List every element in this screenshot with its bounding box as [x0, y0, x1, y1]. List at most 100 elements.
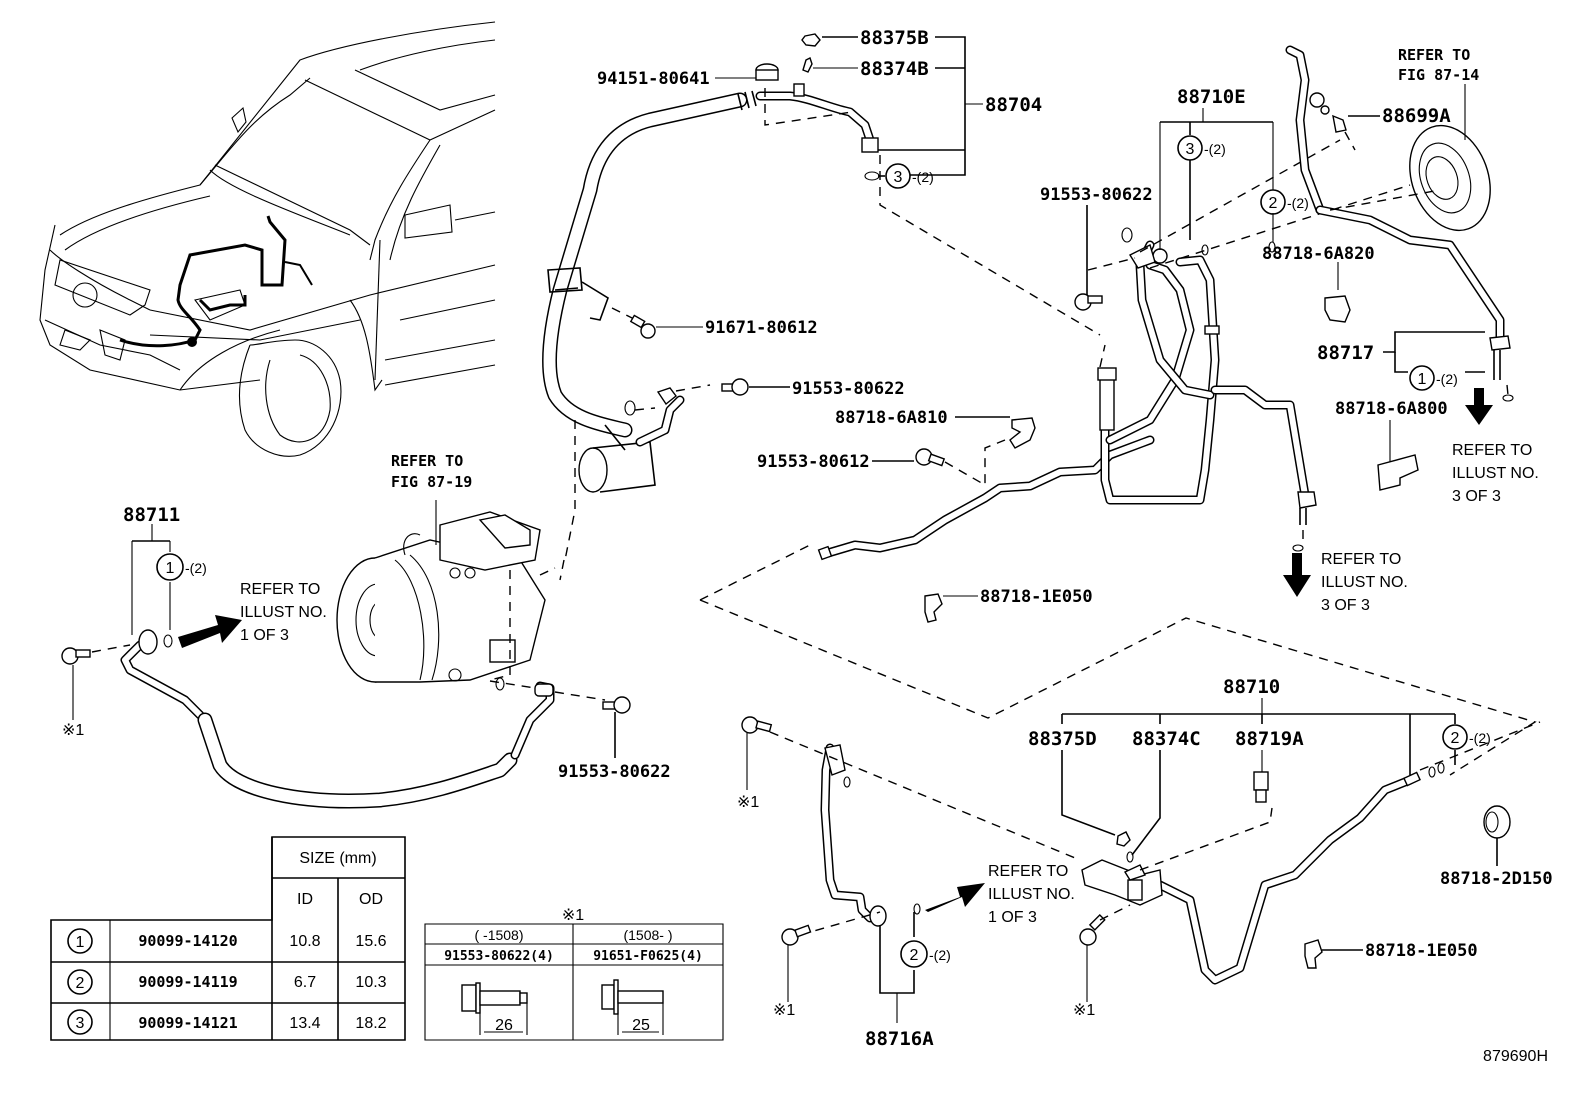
label-91553-80612[interactable]: 91553-80612 — [757, 452, 870, 472]
mark-x1: ※1 — [737, 794, 759, 811]
refer-line: REFER TO — [1398, 46, 1470, 64]
label-88718-1E050-bottom[interactable]: 88718-1E050 — [1365, 941, 1478, 961]
figure-id: 879690H — [1483, 1048, 1548, 1065]
label-88710[interactable]: 88710 — [1223, 676, 1280, 698]
bolt-range: (1508- ) — [623, 927, 672, 943]
suction-hose-88704 — [542, 83, 1101, 581]
refer-line: REFER TO — [391, 452, 463, 470]
label-91553-80622-mid[interactable]: 91553-80622 — [792, 379, 905, 399]
row-key: 3 — [76, 1015, 85, 1032]
label-88718-2D150[interactable]: 88718-2D150 — [1440, 869, 1553, 889]
bolt-91671-80612-icon — [629, 314, 656, 339]
oring-number: 2 — [910, 947, 919, 964]
refer-line: 3 OF 3 — [1452, 488, 1501, 505]
label-91671-80612[interactable]: 91671-80612 — [705, 318, 818, 338]
refer-illust-1-of-3-b[interactable]: REFER TO ILLUST NO. 1 OF 3 — [988, 863, 1075, 926]
leader-compressor — [539, 567, 556, 576]
refer-line: FIG 87-14 — [1398, 66, 1479, 84]
bolt-x1-b-icon — [781, 924, 812, 946]
clamp-88718-1E050-bottom-icon — [1304, 939, 1323, 969]
refer-fig-87-14[interactable]: REFER TO FIG 87-14 — [1398, 46, 1479, 84]
part-94151-80641-icon — [755, 63, 779, 81]
clip-88375D-icon — [1116, 831, 1131, 847]
part-labels[interactable]: 88375B 88374B 88704 94151-80641 88710E 8… — [62, 27, 1553, 1050]
arrow-down-icon — [1283, 553, 1311, 597]
oring-callout-88710: 2 -(2) — [1442, 724, 1491, 750]
clamp-88718-6A800-icon — [1377, 454, 1419, 491]
label-88374B[interactable]: 88374B — [860, 58, 929, 80]
row-part-no: 90099-14119 — [138, 973, 237, 991]
refer-line: REFER TO — [1321, 551, 1401, 568]
row-key: 1 — [76, 934, 85, 951]
refer-line: 1 OF 3 — [240, 627, 289, 644]
row-od: 18.2 — [355, 1015, 386, 1032]
oring-number: 2 — [1451, 730, 1460, 747]
label-88375D[interactable]: 88375D — [1028, 728, 1097, 750]
mark-x1: ※1 — [1073, 1002, 1095, 1019]
row-part-no: 90099-14120 — [138, 932, 237, 950]
refer-fig-87-19[interactable]: REFER TO FIG 87-19 — [391, 452, 472, 491]
oring-qty: -(2) — [912, 169, 934, 185]
oring-callout-88711: 1 -(2) — [156, 553, 207, 581]
oring-callout-88717: 1 -(2) — [1409, 365, 1458, 391]
clamp-88718-2D150-icon — [1483, 805, 1511, 839]
label-88718-1E050-mid[interactable]: 88718-1E050 — [980, 587, 1093, 607]
label-88704[interactable]: 88704 — [985, 94, 1042, 116]
mark-x1: ※1 — [62, 722, 84, 739]
bolt-part-no: 91553-80622(4) — [444, 949, 554, 964]
refer-line: REFER TO — [1452, 442, 1532, 459]
row-id: 10.8 — [289, 933, 320, 950]
tube-88716A — [769, 731, 1081, 936]
refer-illust-3-of-3-a[interactable]: REFER TO ILLUST NO. 3 OF 3 — [1452, 442, 1539, 505]
label-88718-6A820[interactable]: 88718-6A820 — [1262, 244, 1375, 264]
table-row: 1 90099-14120 10.8 15.6 — [67, 928, 387, 954]
discharge-hose-88711 — [120, 629, 606, 809]
row-key: 2 — [76, 975, 85, 992]
label-94151-80641[interactable]: 94151-80641 — [597, 69, 710, 89]
bolt-length: 26 — [495, 1017, 513, 1034]
label-88716A[interactable]: 88716A — [865, 1028, 934, 1050]
compressor-icon — [336, 511, 546, 683]
oring-number: 2 — [1269, 195, 1278, 212]
bolt-91553-80622-drawing-icon: 26 — [461, 982, 528, 1035]
oring-icon — [1268, 241, 1276, 253]
label-88718-6A810[interactable]: 88718-6A810 — [835, 408, 948, 428]
oring-number: 1 — [1418, 371, 1427, 388]
oring-qty: -(2) — [1436, 371, 1458, 387]
label-88699A[interactable]: 88699A — [1382, 105, 1451, 127]
bolt-x1-left-icon — [61, 644, 131, 665]
oring-qty: -(2) — [1287, 195, 1309, 211]
label-88719A[interactable]: 88719A — [1235, 728, 1304, 750]
bolt-table: ※1 ( -1508) (1508- ) 91553-80622(4) 9165… — [424, 907, 724, 1041]
table-header-id: ID — [297, 891, 313, 908]
label-88711[interactable]: 88711 — [123, 504, 180, 526]
label-88710E[interactable]: 88710E — [1177, 86, 1246, 108]
refer-line: REFER TO — [240, 581, 320, 598]
bolt-91553-80622-mid-icon — [721, 378, 749, 396]
label-88718-6A800[interactable]: 88718-6A800 — [1335, 399, 1448, 419]
leader-diamond — [699, 544, 811, 601]
label-91553-80622-bottom[interactable]: 91553-80622 — [558, 762, 671, 782]
leader-compressor — [489, 570, 511, 681]
bolt-part-no: 91651-F0625(4) — [593, 949, 703, 964]
mark-x1: ※1 — [773, 1002, 795, 1019]
refer-illust-1-of-3-a[interactable]: REFER TO ILLUST NO. 1 OF 3 — [240, 581, 327, 644]
bolt-x1-c-icon — [1079, 904, 1131, 946]
bracket-88718-6A810-icon — [1009, 417, 1036, 449]
bolt-x1-a-icon — [741, 716, 773, 734]
vehicle-illustration — [39, 21, 496, 457]
oring-number: 1 — [166, 560, 175, 577]
label-88374C[interactable]: 88374C — [1132, 728, 1201, 750]
arrow-right-icon — [178, 615, 242, 648]
part-88375B-icon — [801, 33, 821, 47]
clamp-88718-1E050-mid-icon — [924, 593, 943, 623]
label-88375B[interactable]: 88375B — [860, 27, 929, 49]
label-91553-80622-top[interactable]: 91553-80622 — [1040, 185, 1153, 205]
oring-callout-88710E-3: 3 -(2) — [1177, 135, 1226, 161]
oring-callout-88710E-2: 2 -(2) — [1260, 189, 1309, 215]
table-header-od: OD — [359, 891, 383, 908]
bolt-range: ( -1508) — [474, 927, 523, 943]
label-88717[interactable]: 88717 — [1317, 342, 1374, 364]
refer-illust-3-of-3-b[interactable]: REFER TO ILLUST NO. 3 OF 3 — [1321, 551, 1408, 614]
